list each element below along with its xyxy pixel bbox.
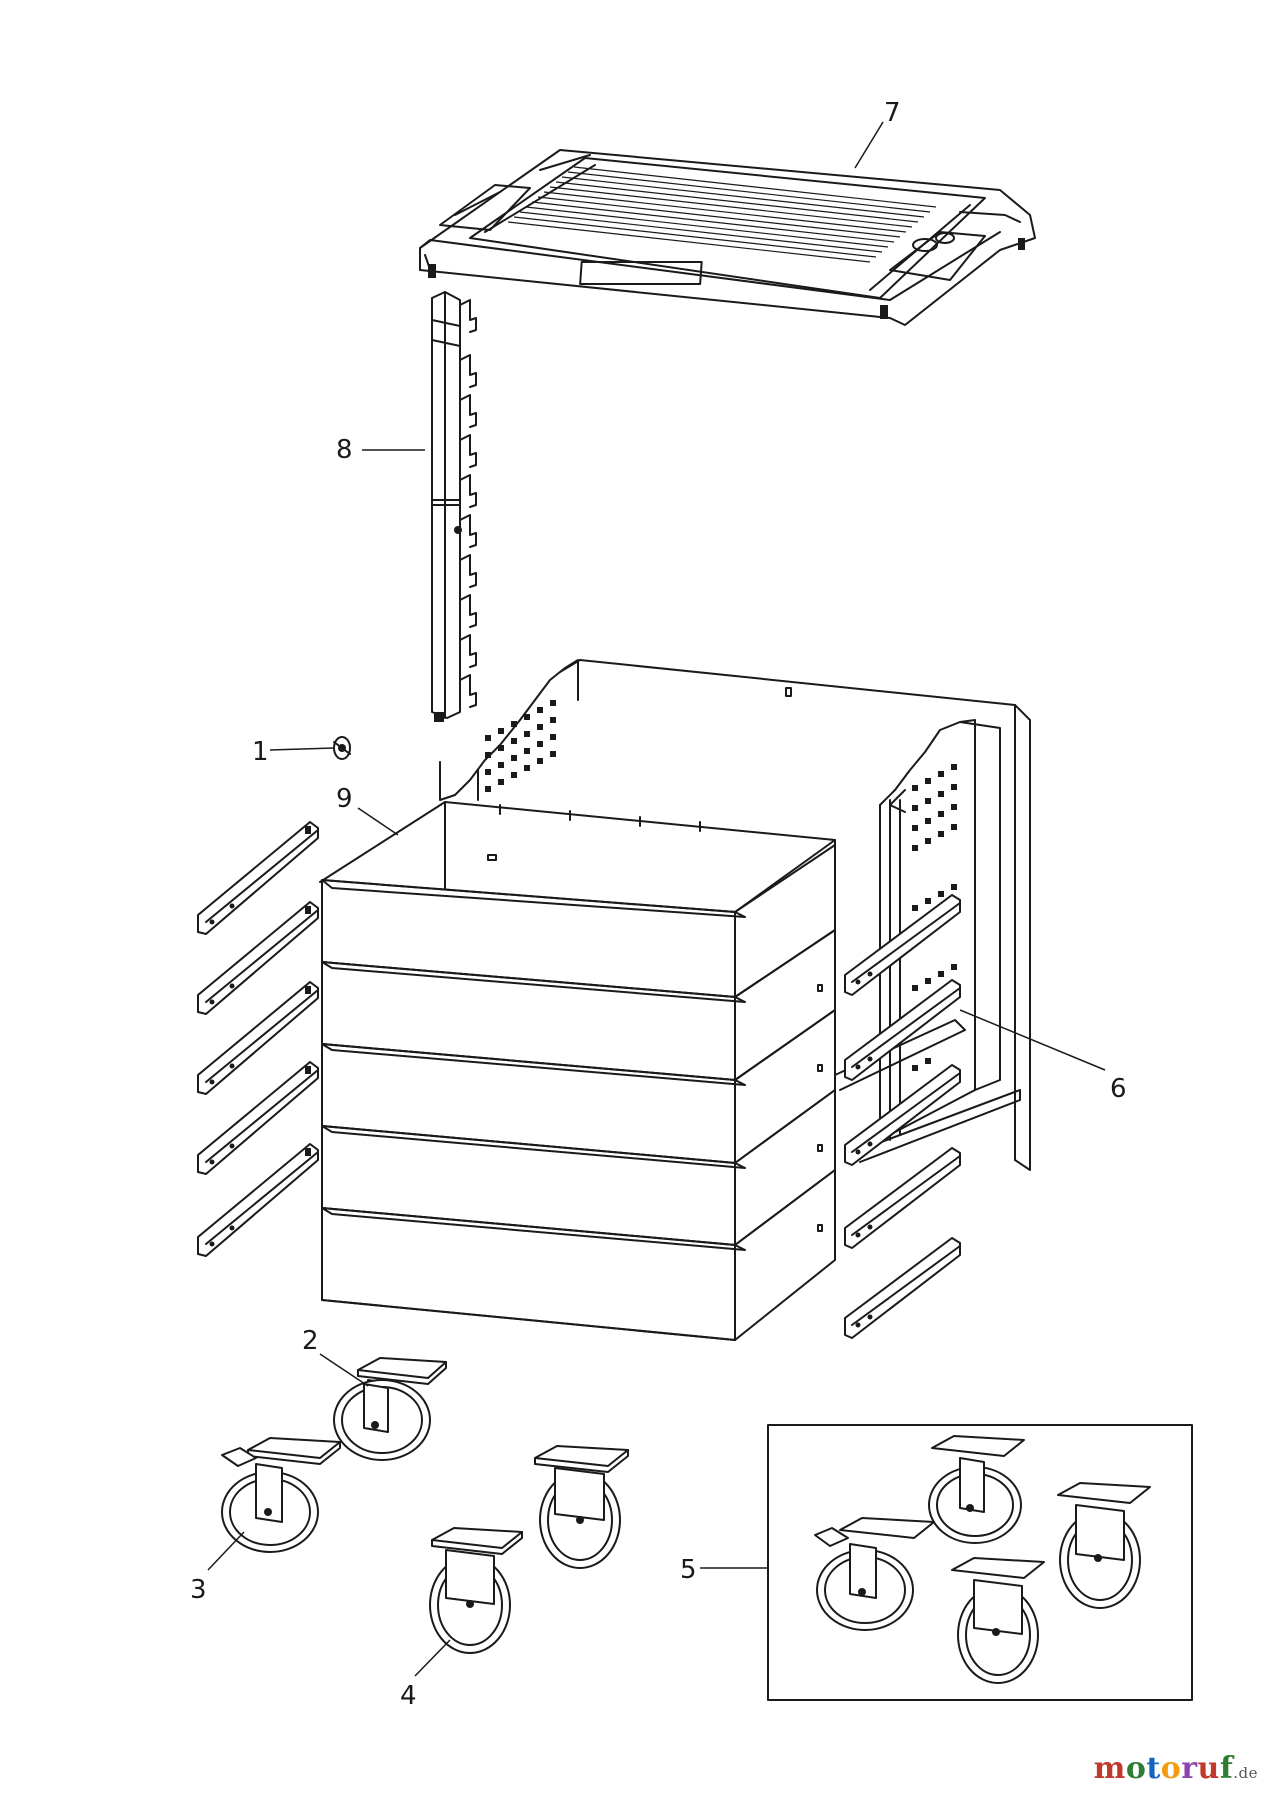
slide-left-3 bbox=[197, 981, 319, 1095]
part-3-caster-brake bbox=[221, 1437, 341, 1553]
callout-4: 4 bbox=[400, 1681, 417, 1711]
part-7-top-tray bbox=[419, 149, 1036, 326]
slide-right-5 bbox=[844, 1237, 961, 1339]
part-1-screw bbox=[333, 736, 351, 760]
part-4-caster-fixed bbox=[429, 1527, 523, 1654]
callout-labels: 1 2 3 4 5 6 7 8 9 bbox=[190, 98, 1127, 1711]
caster-fixed-extra bbox=[534, 1445, 629, 1569]
part-8-side-profile bbox=[431, 291, 477, 722]
callout-1: 1 bbox=[252, 737, 269, 767]
slide-right-1 bbox=[844, 894, 961, 996]
watermark-name: motoruf bbox=[1093, 1751, 1234, 1786]
left-drawer-slides bbox=[197, 821, 319, 1257]
slide-right-2 bbox=[844, 979, 961, 1081]
slide-left-1 bbox=[197, 821, 319, 935]
callout-9: 9 bbox=[336, 784, 353, 814]
slide-left-4 bbox=[197, 1061, 319, 1175]
callout-5: 5 bbox=[680, 1555, 697, 1585]
leader-lines bbox=[207, 121, 1106, 1677]
slide-right-4 bbox=[844, 1147, 961, 1249]
callout-8: 8 bbox=[336, 435, 353, 465]
watermark-tld: .de bbox=[1233, 1764, 1258, 1782]
slide-right-3 bbox=[844, 1064, 961, 1166]
slide-left-2 bbox=[197, 901, 319, 1015]
callout-6: 6 bbox=[1110, 1074, 1127, 1104]
cabinet-frame bbox=[439, 659, 1031, 1171]
drawer-fronts bbox=[321, 844, 836, 1341]
watermark-logo: motoruf.de bbox=[1094, 1751, 1258, 1786]
part-2-caster-swivel bbox=[333, 1357, 447, 1461]
slide-left-5 bbox=[197, 1143, 319, 1257]
caster-set-frame bbox=[767, 1424, 1193, 1701]
part-5-caster-set bbox=[767, 1424, 1193, 1701]
callout-3: 3 bbox=[190, 1575, 207, 1605]
part-6-right-drawer-slides bbox=[844, 894, 961, 1339]
callout-2: 2 bbox=[302, 1326, 319, 1356]
callout-7: 7 bbox=[884, 98, 901, 128]
